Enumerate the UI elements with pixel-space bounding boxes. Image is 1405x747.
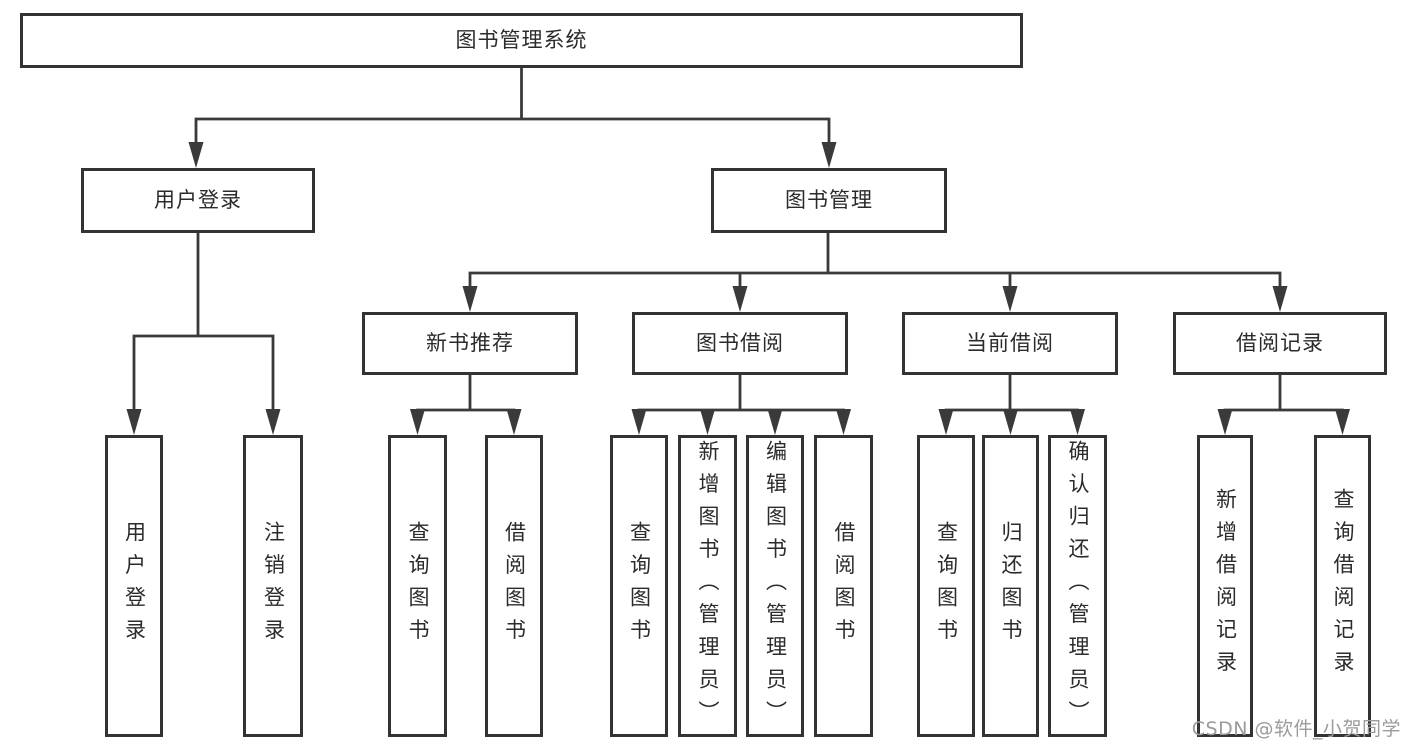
leaf-confirm-return-admin-label: 确认归还（管理员） (1066, 439, 1090, 733)
node-borrow-records: 借阅记录 (1173, 312, 1387, 375)
leaf-return-book: 归还图书 (982, 435, 1039, 737)
csdn-watermark: CSDN @软件_小贺同学 (1191, 718, 1401, 740)
leaf-confirm-return-admin: 确认归还（管理员） (1048, 435, 1107, 737)
leaf-user-login: 用户登录 (105, 435, 163, 737)
node-current-borrow: 当前借阅 (902, 312, 1118, 375)
leaf-query-books-recommend-label: 查询图书 (406, 520, 430, 652)
node-user-login-label: 用户登录 (154, 188, 242, 212)
node-new-book-recommend-label: 新书推荐 (426, 331, 514, 355)
leaf-query-borrow-record-label: 查询借阅记录 (1331, 488, 1355, 684)
leaf-add-borrow-record: 新增借阅记录 (1197, 435, 1253, 737)
node-book-management-label: 图书管理 (785, 188, 873, 212)
leaf-query-borrow-record: 查询借阅记录 (1314, 435, 1371, 737)
node-root-label: 图书管理系统 (455, 28, 588, 52)
leaf-query-books-recommend: 查询图书 (388, 435, 447, 737)
node-user-login: 用户登录 (81, 168, 315, 233)
leaf-query-books-current-label: 查询图书 (934, 520, 959, 652)
node-new-book-recommend: 新书推荐 (362, 312, 578, 375)
node-book-management: 图书管理 (711, 168, 947, 233)
leaf-borrow-books-recommend-label: 借阅图书 (502, 520, 527, 652)
leaf-query-books-borrow-label: 查询图书 (627, 520, 652, 652)
node-book-borrow: 图书借阅 (632, 312, 848, 375)
node-current-borrow-label: 当前借阅 (966, 331, 1054, 355)
leaf-return-book-label: 归还图书 (999, 520, 1023, 652)
leaf-edit-book-admin: 编辑图书（管理员） (746, 435, 804, 737)
node-book-borrow-label: 图书借阅 (696, 331, 784, 355)
leaf-add-book-admin: 新增图书（管理员） (678, 435, 737, 737)
leaf-query-books-borrow: 查询图书 (610, 435, 668, 737)
leaf-query-books-current: 查询图书 (917, 435, 975, 737)
leaf-logout: 注销登录 (243, 435, 303, 737)
leaf-borrow-books-recommend: 借阅图书 (485, 435, 543, 737)
leaf-logout-label: 注销登录 (261, 520, 286, 652)
leaf-user-login-label: 用户登录 (122, 520, 147, 652)
leaf-edit-book-admin-label: 编辑图书（管理员） (763, 439, 788, 733)
node-borrow-records-label: 借阅记录 (1236, 331, 1324, 355)
leaf-add-borrow-record-label: 新增借阅记录 (1213, 488, 1238, 684)
leaf-add-book-admin-label: 新增图书（管理员） (696, 439, 720, 733)
node-root: 图书管理系统 (20, 13, 1023, 68)
leaf-borrow-books: 借阅图书 (814, 435, 873, 737)
leaf-borrow-books-label: 借阅图书 (832, 520, 856, 652)
